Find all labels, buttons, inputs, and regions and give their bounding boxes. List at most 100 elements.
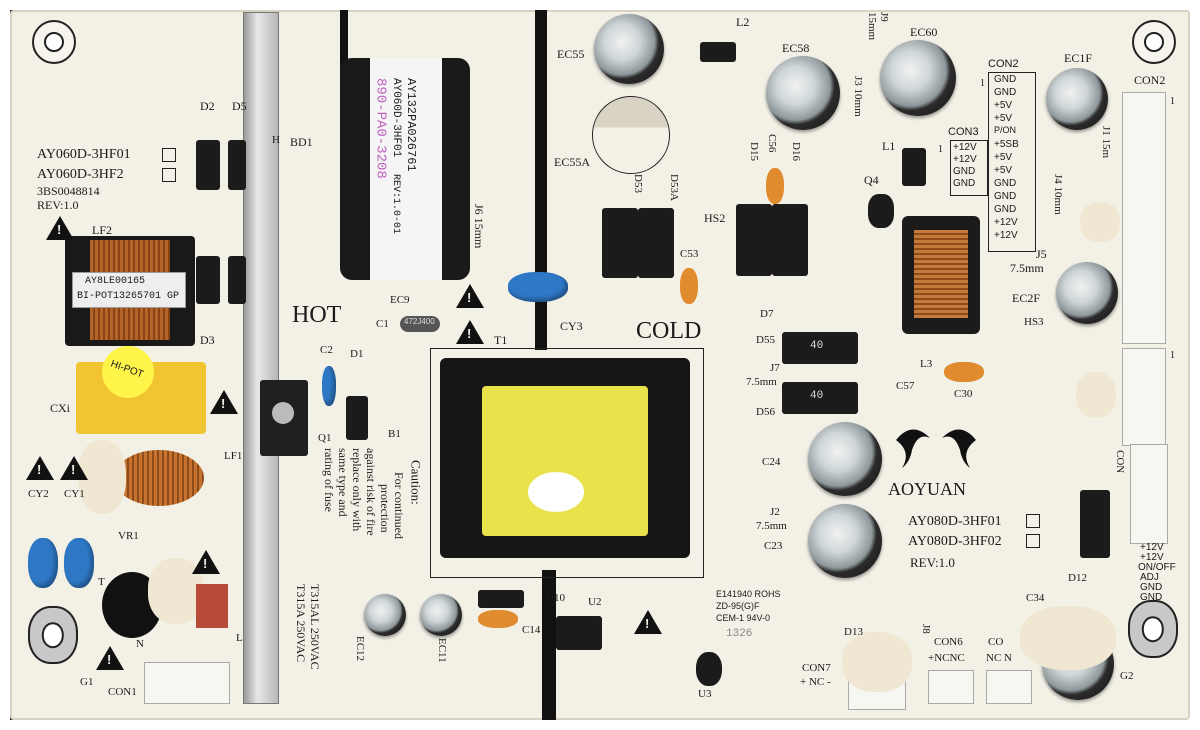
warning-icon <box>192 550 220 574</box>
con2-pin: +5V <box>994 113 1013 124</box>
hot-label: HOT <box>292 302 342 328</box>
ref-g2: G2 <box>1120 670 1134 682</box>
con2-pin: +5V <box>994 165 1013 176</box>
d4-diode <box>228 256 246 304</box>
d56-diode: 40 <box>782 382 858 414</box>
ref-c34: C34 <box>1026 592 1045 604</box>
con3-pin: +12V <box>953 154 977 165</box>
c24-capacitor <box>808 422 882 496</box>
warning-icon <box>96 646 124 670</box>
con2-pinout-box <box>988 72 1036 252</box>
ref-ec55: EC55 <box>557 47 585 61</box>
pin-one-marker: 1 <box>1170 96 1175 107</box>
ref-j9: J9 <box>878 12 891 22</box>
ref-j7: J7 <box>770 362 780 374</box>
ref-ec1f: EC1F <box>1064 51 1093 65</box>
ref-j1: J1 15m <box>1100 126 1113 159</box>
l2-inductor <box>700 42 736 62</box>
con2-pin: GND <box>994 74 1017 85</box>
ref-c30: C30 <box>954 388 973 400</box>
con2-pin: +5V <box>994 100 1013 111</box>
ref-b1: B1 <box>388 428 401 440</box>
ref-q4: Q4 <box>864 173 879 187</box>
checkbox-model-right-2 <box>1026 534 1040 548</box>
c1-marking: 472J400 <box>404 317 435 326</box>
fuse-resistor <box>196 584 228 628</box>
con2-pin: GND <box>994 87 1017 98</box>
model-right-1: AY080D-3HF01 <box>908 514 1002 529</box>
ref-l3: L3 <box>920 358 933 370</box>
ref-ec11: EC11 <box>436 638 449 663</box>
mounting-hole-top-left <box>32 20 76 64</box>
revision-right: REV:1.0 <box>910 555 955 570</box>
ref-d2: D2 <box>200 99 215 113</box>
c23-capacitor <box>808 504 882 578</box>
con3-pinout-box <box>950 140 988 196</box>
hipot-sticker: HI-POT <box>102 346 154 398</box>
con3-pin: GND <box>953 178 976 189</box>
con5-connector[interactable] <box>986 670 1032 704</box>
caution-line-6: rating of fuse <box>322 448 337 512</box>
ref-j9-length: 15mm <box>866 12 879 41</box>
con2-pin: P/ON <box>994 125 1017 135</box>
ref-lf2: LF2 <box>92 223 113 237</box>
ref-d1: D1 <box>350 348 364 360</box>
con4-connector[interactable] <box>1130 444 1168 544</box>
con-mid-connector[interactable] <box>1122 348 1166 446</box>
ref-ec9: EC9 <box>390 294 410 306</box>
ec11-capacitor <box>420 594 462 636</box>
sticker-pink-code: 890-PA0-3208 <box>372 78 389 179</box>
lf2-label: AY8LE00165 BI-POT13265701 GP <box>72 272 186 308</box>
con4-pin: +12V <box>1140 542 1164 553</box>
ref-j5: J5 <box>1036 247 1047 261</box>
con4-pin: +12V <box>1140 552 1164 563</box>
d10-diode <box>478 590 524 608</box>
model-left-2: AY060D-3HF2 <box>37 167 124 182</box>
warning-icon <box>60 456 88 480</box>
ref-c2: C2 <box>320 344 333 356</box>
con2-pin: GND <box>994 191 1017 202</box>
ref-con5: CO <box>988 636 1004 648</box>
ref-bd1: BD1 <box>290 135 313 149</box>
warning-icon <box>26 456 54 480</box>
ref-l2: L2 <box>736 15 750 29</box>
ref-con6: CON6 <box>934 636 963 648</box>
d53a-diode <box>638 208 674 278</box>
aoyuan-logo-icon <box>896 429 976 468</box>
d12-diode <box>1080 490 1110 558</box>
ref-vr1: VR1 <box>118 530 139 542</box>
d55-diode: 40 <box>782 332 858 364</box>
c53-capacitor <box>680 268 698 304</box>
revision-left: REV:1.0 <box>37 198 79 212</box>
ref-j5-length: 7.5mm <box>1010 261 1044 275</box>
lf2-label-line2: BI-POT13265701 GP <box>77 291 180 302</box>
con1-connector[interactable] <box>144 662 230 704</box>
l3-winding <box>914 230 968 318</box>
lf1-toroid <box>114 450 204 506</box>
pin-one-marker: 1 <box>938 144 943 155</box>
c56-capacitor <box>766 168 784 204</box>
ref-l: L <box>236 632 243 644</box>
ref-lf1: LF1 <box>224 450 243 462</box>
ref-j8: J8 <box>920 624 933 634</box>
hipot-text: HI-POT <box>109 358 145 381</box>
cold-label: COLD <box>636 318 702 344</box>
con6-connector[interactable] <box>928 670 974 704</box>
ref-d16: D16 <box>790 142 803 161</box>
d2-diode <box>196 140 220 190</box>
isolation-slot-main <box>535 10 547 350</box>
caution-line-4: replace only with <box>350 448 365 532</box>
glue-blob-hs3 <box>1076 372 1116 418</box>
ref-h: H <box>272 134 280 146</box>
d5-diode <box>228 140 246 190</box>
ref-cy2: CY2 <box>28 488 49 500</box>
glue-blob-j4 <box>1080 202 1120 242</box>
caution-line-2: protection <box>378 484 393 533</box>
ref-c1: C1 <box>376 318 389 330</box>
ref-j7-length: 7.5mm <box>746 376 777 388</box>
ref-q1: Q1 <box>318 432 332 444</box>
con2-connector[interactable] <box>1122 92 1166 344</box>
ref-d7: D7 <box>760 308 774 320</box>
con2-pin: +12V <box>994 217 1018 228</box>
ground-lug-g1 <box>28 606 78 664</box>
